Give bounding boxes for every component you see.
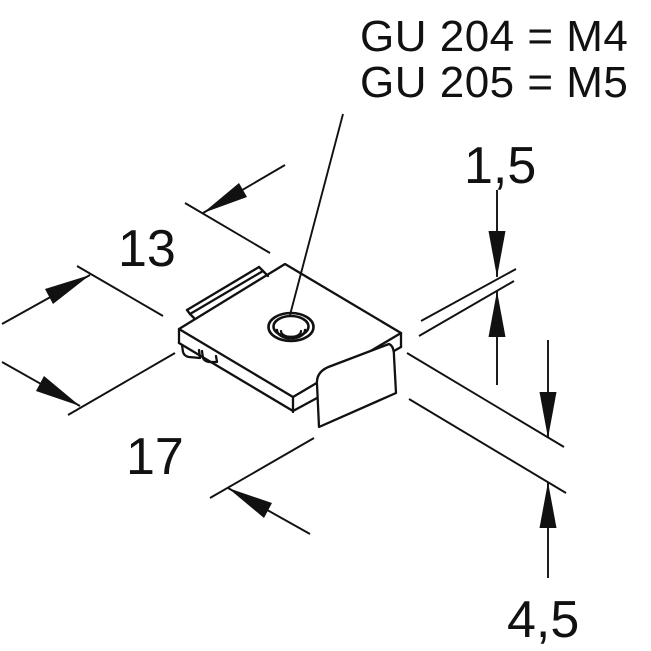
spring-lip <box>185 265 270 320</box>
arrowhead <box>539 392 557 438</box>
dimension-gap-label: 4,5 <box>507 591 579 649</box>
leader-line <box>289 113 344 316</box>
extension-line <box>184 202 271 254</box>
part-number-label-m4: GU 204 = M4 <box>360 12 628 61</box>
arrowhead <box>45 275 90 304</box>
dimension-13 <box>1 164 286 325</box>
extension-line <box>76 265 164 317</box>
arrowhead <box>228 488 272 518</box>
arrowhead <box>539 482 557 528</box>
part-number-label-m5: GU 205 = M5 <box>360 58 628 107</box>
retaining-tabs <box>180 343 219 364</box>
extension-line <box>420 268 517 322</box>
dimension-4-5 <box>406 340 567 578</box>
clip-nut-part <box>177 113 403 429</box>
extension-line <box>418 280 515 337</box>
extension-line <box>209 437 315 499</box>
arrowhead <box>36 376 80 406</box>
arrowhead <box>203 183 247 213</box>
dimension-thickness-label: 1,5 <box>464 137 536 195</box>
clip-tab <box>315 342 398 429</box>
extension-line <box>408 398 567 494</box>
arrowhead <box>488 291 506 337</box>
dimension-17 <box>1 352 315 535</box>
dimension-width-label: 13 <box>118 220 176 278</box>
threaded-hole <box>267 311 315 343</box>
arrowhead <box>488 231 506 277</box>
extension-line <box>67 352 176 416</box>
plate-corner-edges <box>177 327 403 414</box>
extension-line <box>406 352 565 448</box>
dimension-length-label: 17 <box>126 428 184 486</box>
dimension-1-5 <box>418 190 517 385</box>
